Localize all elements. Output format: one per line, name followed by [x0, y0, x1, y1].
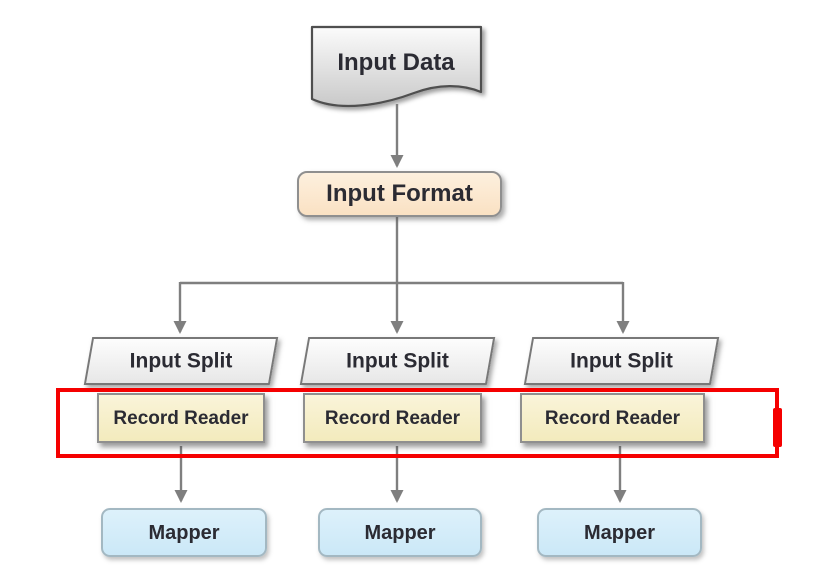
mapper-label-1: Mapper — [148, 521, 220, 544]
input-split-label-2: Input Split — [346, 349, 449, 373]
mapper-label-3: Mapper — [583, 521, 656, 544]
record-reader-label-2: Record Reader — [324, 407, 461, 429]
record-reader-label-1: Record Reader — [113, 407, 249, 429]
mapper-node-3: Mapper — [537, 508, 702, 557]
input-split-node-2: Input Split — [299, 337, 496, 385]
input-format-node: Input Format — [297, 171, 502, 217]
input-format-label: Input Format — [326, 180, 473, 207]
input-split-label-3: Input Split — [570, 349, 673, 373]
record-reader-node-2: Record Reader — [303, 393, 482, 443]
input-data-label: Input Data — [337, 49, 455, 76]
record-reader-highlight-rectangle — [56, 388, 779, 458]
input-data-node: Input Data — [311, 27, 481, 99]
record-reader-node-1: Record Reader — [97, 393, 265, 443]
record-reader-label-3: Record Reader — [544, 407, 681, 429]
input-data-document-shape — [310, 25, 483, 108]
record-reader-node-3: Record Reader — [520, 393, 705, 443]
input-split-label-1: Input Split — [129, 349, 233, 373]
mapper-node-2: Mapper — [318, 508, 482, 557]
input-split-node-3: Input Split — [523, 337, 720, 385]
input-split-node-1: Input Split — [83, 337, 279, 385]
mapper-label-2: Mapper — [364, 521, 436, 544]
mapper-node-1: Mapper — [101, 508, 267, 557]
highlight-stroke-overlap-mark — [773, 408, 782, 447]
